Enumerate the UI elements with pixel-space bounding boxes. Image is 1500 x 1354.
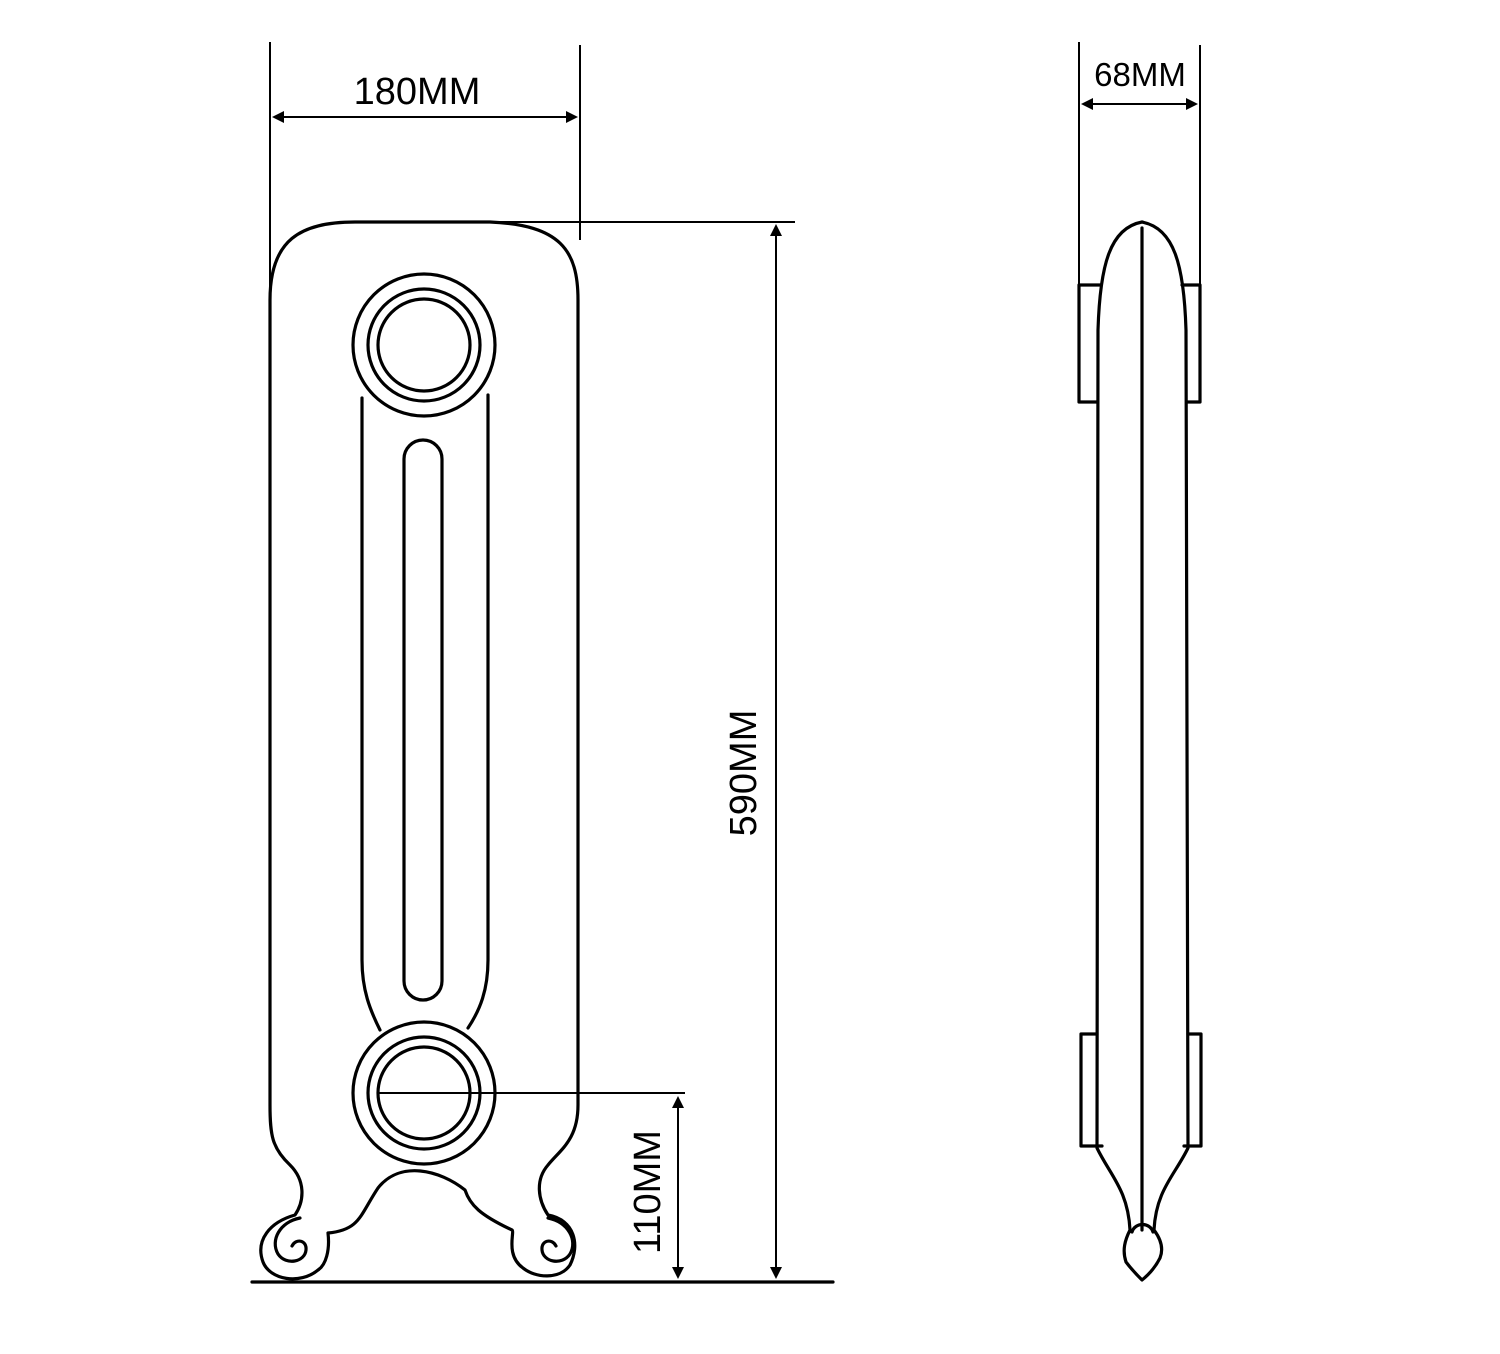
width-label: 180MM (354, 71, 481, 113)
radiator-side-outline (1095, 220, 1190, 1282)
height-label: 590MM (723, 710, 765, 837)
left-scroll (273, 1216, 308, 1263)
top-pipe-outer (351, 272, 497, 418)
right-scroll (540, 1216, 575, 1263)
inner-column (360, 396, 382, 1032)
side-view (1077, 220, 1203, 1282)
side-bottom-hub-right (1182, 1032, 1203, 1148)
side-foot (1130, 1222, 1155, 1234)
side-top-hub-left (1077, 283, 1103, 404)
depth-label: 68MM (1094, 56, 1186, 93)
center-slot (402, 438, 444, 1002)
top-pipe-mid (366, 287, 482, 403)
side-top-hub-right (1180, 283, 1202, 404)
radiator-front-outline (259, 220, 580, 1281)
inner-column-right (466, 393, 490, 1030)
top-pipe-inner (376, 297, 472, 393)
side-bottom-hub-left (1079, 1032, 1104, 1148)
pipe-height-label: 110MM (627, 1130, 669, 1254)
depth-dimension: 68MM (1078, 42, 1201, 285)
front-view (250, 220, 835, 1284)
pipe-height-dimension: 110MM (378, 1092, 685, 1279)
height-dimension: 590MM (490, 221, 795, 1279)
width-dimension: 180MM (269, 42, 581, 292)
